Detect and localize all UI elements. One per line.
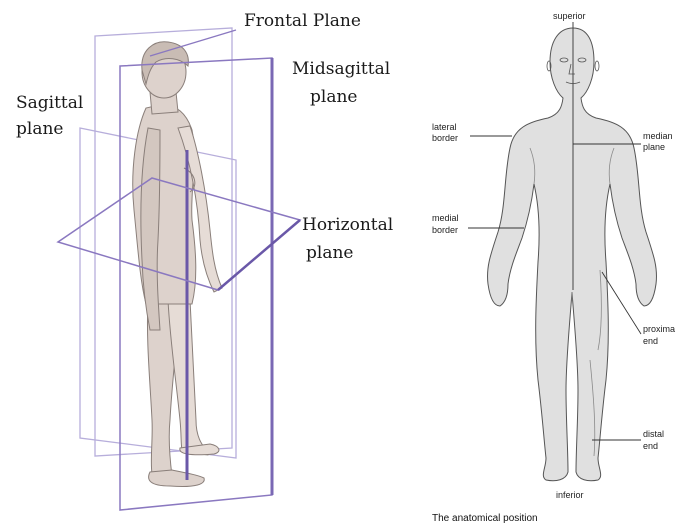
lateral-border-label-line1: lateral bbox=[432, 122, 457, 132]
proximal-end-label-line2: end bbox=[643, 336, 658, 346]
median-plane-label-line1: median bbox=[643, 131, 673, 141]
lateral-border-label-line2: border bbox=[432, 133, 458, 143]
frontal-plane-label: Frontal Plane bbox=[244, 11, 361, 31]
medial-border-label-line1: medial bbox=[432, 213, 459, 223]
superior-label: superior bbox=[553, 11, 586, 21]
distal-end-label-line1: distal bbox=[643, 429, 664, 439]
proximal-end-label-line1: proxima bbox=[643, 324, 675, 334]
inferior-label: inferior bbox=[556, 490, 584, 500]
sagittal-label-line1: Sagittal bbox=[16, 93, 83, 113]
sagittal-label-line2: plane bbox=[16, 119, 63, 139]
body-planes-figure: Frontal Plane Midsagittal plane Sagittal… bbox=[16, 11, 393, 510]
body-silhouette bbox=[487, 28, 656, 481]
human-side-figure bbox=[133, 42, 222, 487]
anatomical-position-figure: superior lateral border median plane med… bbox=[432, 11, 675, 524]
median-plane-label-line2: plane bbox=[643, 142, 665, 152]
midsagittal-label-line2: plane bbox=[310, 87, 357, 107]
midsagittal-label-line1: Midsagittal bbox=[292, 59, 390, 79]
medial-border-label-line2: border bbox=[432, 225, 458, 235]
distal-end-label-line2: end bbox=[643, 441, 658, 451]
figure-caption: The anatomical position bbox=[432, 513, 538, 524]
horizontal-label-line1: Horizontal bbox=[302, 215, 393, 235]
horizontal-plane-front-edge bbox=[218, 220, 300, 290]
horizontal-label-line2: plane bbox=[306, 243, 353, 263]
